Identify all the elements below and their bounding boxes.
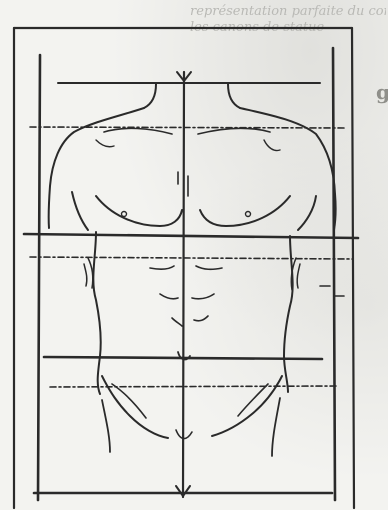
- right-shoulder: [240, 108, 336, 230]
- right-guide-ticks: [320, 286, 344, 296]
- right-clavicle: [198, 128, 270, 134]
- right-flank: [284, 236, 293, 392]
- rib-dashed-line: [30, 257, 352, 259]
- right-thigh-start: [272, 398, 280, 456]
- shoulder-dashed-line: [30, 127, 345, 128]
- left-collar-mark: [96, 140, 114, 147]
- left-serratus: [84, 258, 93, 288]
- left-nipple: [122, 212, 127, 217]
- right-collar-mark: [264, 140, 280, 151]
- left-thigh-start: [102, 400, 110, 452]
- left-clavicle: [104, 128, 172, 134]
- hip-dashed-line: [50, 386, 338, 387]
- left-armpit: [72, 192, 88, 230]
- torso-outline: [49, 84, 336, 456]
- abs-left-mid: [160, 294, 178, 299]
- right-inguinal: [238, 384, 268, 416]
- chest-solid-line: [24, 234, 358, 238]
- frame-right-outer: [352, 28, 354, 508]
- abs-right-upper: [196, 266, 222, 269]
- right-vertical-guide: [333, 48, 335, 500]
- vertical-guides: [38, 48, 335, 500]
- left-shoulder: [49, 108, 144, 228]
- left-hip-line: [102, 376, 168, 438]
- right-nipple: [246, 212, 251, 217]
- center-axis: [183, 72, 184, 497]
- abs-left-upper: [150, 266, 174, 269]
- abs-right-low: [194, 316, 208, 321]
- neck-right: [228, 84, 240, 108]
- right-armpit: [298, 196, 316, 230]
- left-flank: [93, 232, 100, 394]
- left-pectoral: [96, 196, 182, 226]
- abs-right-mid: [192, 294, 214, 299]
- neck-left: [144, 84, 156, 108]
- left-vertical-guide: [38, 55, 40, 500]
- abs-left-low: [172, 318, 182, 326]
- right-pectoral: [200, 196, 290, 226]
- horizontal-guides: [24, 83, 358, 493]
